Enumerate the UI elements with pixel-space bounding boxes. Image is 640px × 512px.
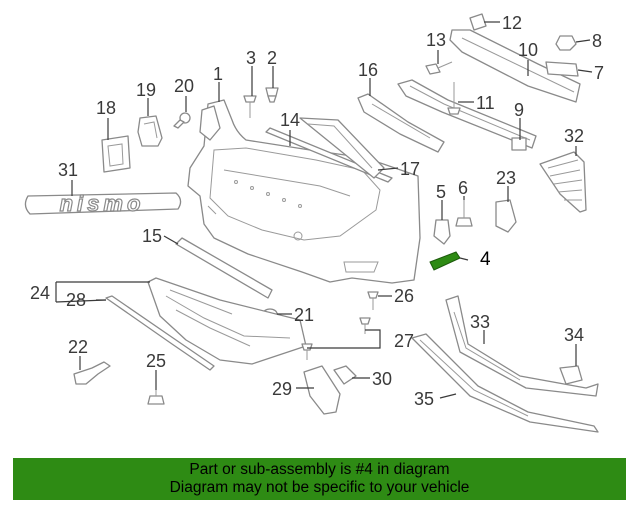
part-9-absorber — [397, 79, 537, 151]
part-29-splash-guard — [303, 365, 341, 415]
part-11-bolt — [447, 82, 461, 115]
part-info-banner: Part or sub-assembly is #4 in diagram Di… — [13, 458, 626, 500]
callout-32: 32 — [564, 126, 584, 146]
parts-diagram: nismo — [24, 13, 604, 433]
callout-29: 29 — [272, 379, 292, 399]
callout-22: 22 — [68, 337, 88, 357]
callout-16: 16 — [358, 60, 378, 80]
banner-line-part: Part or sub-assembly is #4 in diagram — [189, 461, 450, 478]
part-1-bumper-cover — [187, 99, 421, 284]
callout-11: 11 — [476, 93, 495, 113]
callout-21: 21 — [294, 305, 314, 325]
part-15-lip — [175, 237, 273, 299]
part-23-bracket — [495, 199, 517, 233]
part-24-undercover — [147, 277, 307, 365]
part-3-pin — [243, 95, 257, 118]
callout-3: 3 — [246, 48, 256, 68]
emblem-text: nismo — [60, 191, 145, 216]
callout-15: 15 — [142, 226, 162, 246]
part-32-side-grille — [539, 151, 587, 213]
part-16-upper-reinforcement — [357, 93, 445, 153]
callout-26: 26 — [394, 286, 414, 306]
part-25-clip — [147, 388, 165, 405]
callout-33: 33 — [470, 312, 490, 332]
part-12-cap — [469, 13, 487, 31]
callout-34: 34 — [564, 325, 584, 345]
callout-4: 4 — [480, 249, 491, 270]
callout-7: 7 — [594, 63, 604, 83]
callout-30: 30 — [372, 369, 392, 389]
part-35-splitter — [411, 333, 599, 433]
callout-18: 18 — [96, 98, 116, 118]
callout-25: 25 — [146, 351, 166, 371]
part-7-bracket — [545, 61, 579, 77]
callout-9: 9 — [514, 100, 524, 120]
callout-labels: 1 2 3 4 5 6 7 8 9 10 11 12 13 14 15 16 1… — [30, 13, 604, 409]
part-13-stud — [425, 61, 453, 75]
callout-8: 8 — [592, 31, 602, 51]
callout-20: 20 — [174, 76, 194, 96]
callout-24: 24 — [30, 283, 50, 303]
part-17-grille — [299, 117, 385, 179]
part-2-clip — [265, 87, 279, 103]
callout-13: 13 — [426, 30, 446, 50]
part-14-strip — [265, 127, 393, 183]
callout-17: 17 — [400, 159, 420, 179]
part-30-deflector — [333, 365, 357, 385]
part-6-bolt — [455, 200, 473, 227]
part-34-bracket — [559, 365, 583, 385]
callout-28: 28 — [66, 290, 86, 310]
callout-2: 2 — [267, 48, 277, 68]
callout-6: 6 — [458, 178, 468, 198]
callout-1: 1 — [213, 64, 223, 84]
part-22-tow-cover — [73, 361, 111, 385]
part-28-trim — [105, 295, 215, 371]
part-31-nismo-emblem: nismo — [24, 190, 182, 217]
part-4-highlighted — [429, 251, 461, 271]
callout-5: 5 — [436, 182, 446, 202]
part-27-screws — [301, 317, 371, 360]
banner-line-disclaimer: Diagram may not be specific to your vehi… — [169, 479, 470, 496]
part-5-clip — [433, 219, 451, 245]
part-8-nut — [555, 35, 577, 51]
callout-10: 10 — [518, 40, 538, 60]
part-26-screw — [367, 291, 379, 310]
leader-lines — [55, 21, 593, 399]
part-20-screw — [173, 112, 191, 129]
part-33-splitter-support — [445, 295, 599, 397]
callout-31: 31 — [58, 160, 78, 180]
callout-35: 35 — [414, 389, 434, 409]
part-18-r-badge — [101, 135, 131, 173]
part-10-reinforcement — [449, 29, 581, 103]
callout-27: 27 — [394, 331, 414, 351]
callout-23: 23 — [496, 168, 516, 188]
part-19-badge-bracket — [137, 115, 163, 147]
callout-12: 12 — [502, 13, 522, 33]
callout-19: 19 — [136, 80, 156, 100]
callout-14: 14 — [280, 110, 300, 130]
